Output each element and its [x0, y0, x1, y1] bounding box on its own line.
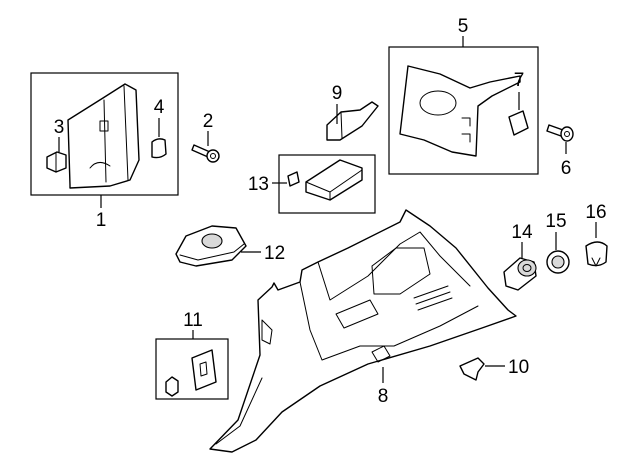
- trim-cap[interactable]: [151, 138, 167, 159]
- panel-upper-ridge: [317, 231, 471, 301]
- bin-small-clip[interactable]: [287, 171, 300, 187]
- cap-tab: [591, 257, 601, 267]
- callout-4: 4: [154, 97, 165, 118]
- bracket-body: [326, 101, 379, 141]
- panel-opening: [419, 90, 457, 116]
- quarter-trim-panel[interactable]: [209, 209, 517, 453]
- cover-lip: [179, 243, 245, 261]
- callout-5: 5: [458, 16, 469, 37]
- screw-6[interactable]: [546, 124, 574, 142]
- group-11-box: [155, 338, 229, 400]
- cover-12[interactable]: [175, 225, 247, 267]
- panel-edge-line: [103, 99, 107, 183]
- bracket-clip-10[interactable]: [459, 357, 485, 381]
- socket-end: [517, 259, 537, 277]
- part-group-1: [30, 72, 179, 196]
- callout-14: 14: [511, 222, 533, 243]
- socket-14[interactable]: [503, 257, 537, 291]
- callout-10: 10: [508, 357, 529, 378]
- trim-bracket-slot: [199, 361, 208, 377]
- panel-vent-lines: [413, 285, 453, 311]
- panel-bottom-edge: [215, 377, 263, 445]
- callout-2: 2: [203, 111, 214, 132]
- leader-lines: [58, 36, 597, 383]
- panel-lower-pocket: [371, 345, 391, 363]
- panel-tab-a: [461, 117, 471, 127]
- group-13-box: [278, 154, 376, 214]
- callout-1: 1: [96, 210, 107, 231]
- screw-head-recess: [564, 131, 570, 137]
- part-group-5: [388, 46, 539, 175]
- socket-end-inner: [522, 264, 532, 272]
- storage-bin[interactable]: [305, 159, 363, 201]
- callout-15: 15: [545, 211, 566, 232]
- panel-tab-b: [461, 133, 471, 143]
- side-panel[interactable]: [399, 65, 521, 157]
- trim-bracket[interactable]: [191, 349, 217, 391]
- screw-head: [206, 149, 220, 163]
- callout-3: 3: [54, 117, 65, 138]
- panel-fold-line: [123, 85, 129, 181]
- panel-inner-ridge: [299, 281, 479, 361]
- ring-inner: [551, 255, 565, 269]
- screw-head-recess: [210, 153, 216, 159]
- callout-13: 13: [248, 174, 269, 195]
- cap-16[interactable]: [585, 241, 608, 267]
- group-1-box: [30, 72, 179, 196]
- cap-body: [585, 241, 608, 267]
- pushpin-retainer[interactable]: [165, 376, 179, 397]
- panel-slot: [99, 120, 109, 132]
- quarter-trim-upper-panel[interactable]: [67, 83, 140, 189]
- callout-7: 7: [514, 70, 525, 91]
- callout-8: 8: [378, 386, 389, 407]
- cover-knob: [201, 233, 223, 249]
- ring-15[interactable]: [546, 250, 570, 274]
- panel-curve: [89, 162, 111, 169]
- part-group-13: [278, 154, 376, 214]
- callout-9: 9: [332, 83, 343, 104]
- screw-head: [560, 126, 574, 142]
- panel-outline: [209, 209, 517, 453]
- panel-lower-recess: [335, 299, 379, 329]
- callout-numbers: 1 2 3 4 5 6 7 8 9 10 11 12 13 14 15 16: [54, 16, 607, 407]
- callout-16: 16: [585, 202, 606, 223]
- panel-window-recess: [371, 247, 431, 295]
- bracket-9[interactable]: [326, 101, 379, 141]
- callout-11: 11: [183, 310, 203, 331]
- callout-6: 6: [561, 158, 572, 179]
- screw-2[interactable]: [191, 144, 220, 163]
- side-cap[interactable]: [508, 110, 529, 136]
- panel-left-channel: [261, 319, 273, 345]
- bracket-fold: [340, 111, 343, 139]
- part-group-11: [155, 338, 229, 400]
- callout-12: 12: [264, 243, 285, 264]
